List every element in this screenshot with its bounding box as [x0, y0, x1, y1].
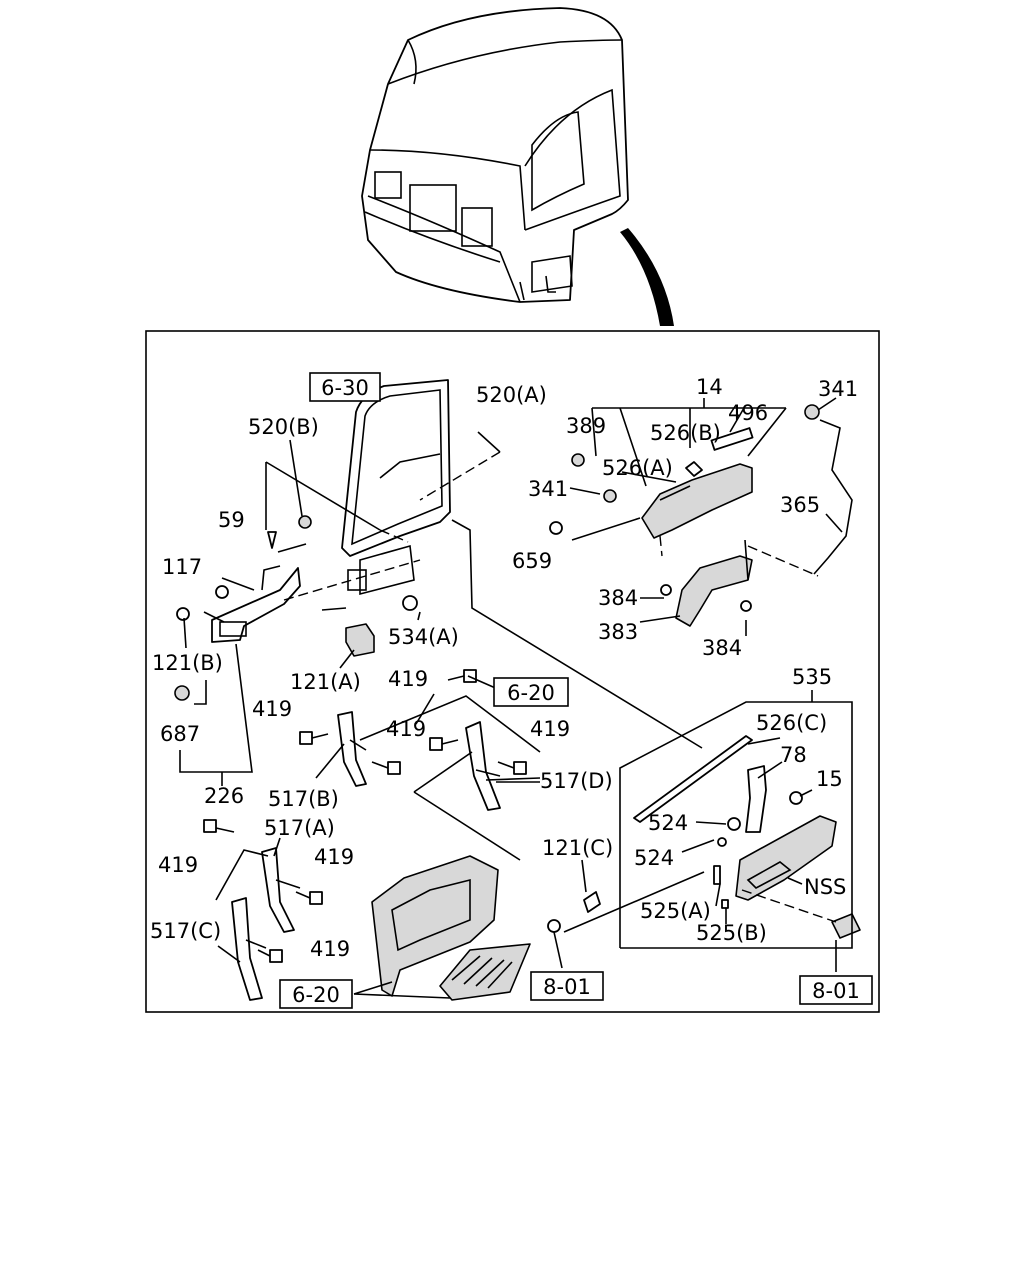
label-419-bottom: 419 — [310, 937, 350, 961]
label-226: 226 — [204, 784, 244, 808]
label-517c: 517(C) — [150, 919, 221, 943]
label-526c: 526(C) — [756, 711, 827, 735]
bracket-517a — [261, 847, 301, 933]
label-121b: 121(B) — [152, 651, 223, 675]
label-496: 496 — [728, 401, 768, 425]
label-341-mid: 341 — [528, 477, 568, 501]
leader-lines — [179, 397, 853, 999]
ref-box-6-20-lower[interactable]: 6-20 — [279, 979, 353, 1009]
truck-cab-illustration — [361, 7, 629, 303]
ref-box-6-30[interactable]: 6-30 — [309, 372, 381, 402]
ref-box-8-01-left[interactable]: 8-01 — [530, 971, 604, 1001]
label-517b: 517(B) — [268, 787, 339, 811]
label-389: 389 — [566, 414, 606, 438]
fender-extension-upper — [641, 427, 754, 539]
part-labels: 14 341 520(A) 389 526(B) 496 526(A) 520(… — [150, 375, 858, 961]
fender-extension-lower — [675, 539, 753, 627]
label-659: 659 — [512, 549, 552, 573]
label-383: 383 — [598, 620, 638, 644]
door-panel-illustration — [341, 379, 451, 596]
svg-text:6-30: 6-30 — [321, 376, 369, 400]
label-524-lower: 524 — [634, 846, 674, 870]
label-419-mid: 419 — [386, 717, 426, 741]
label-419-top: 419 — [388, 667, 428, 691]
svg-text:8-01: 8-01 — [812, 979, 860, 1003]
label-341-top: 341 — [818, 377, 858, 401]
label-365: 365 — [780, 493, 820, 517]
label-526b: 526(B) — [650, 421, 721, 445]
detail-frame — [145, 330, 880, 1013]
bracket-517c — [231, 897, 267, 1001]
stay-rod-365 — [549, 404, 853, 612]
label-525b: 525(B) — [696, 921, 767, 945]
label-535: 535 — [792, 665, 832, 689]
label-419-lower-right: 419 — [314, 845, 354, 869]
callout-arrow — [620, 228, 674, 326]
svg-text:8-01: 8-01 — [543, 975, 591, 999]
side-skirt-assembly — [547, 735, 861, 939]
bracket-517b — [337, 711, 367, 787]
label-121a: 121(A) — [290, 670, 361, 694]
svg-text:6-20: 6-20 — [507, 681, 555, 705]
bracket-517d — [465, 721, 501, 811]
label-nss: NSS — [804, 875, 846, 899]
label-517d: 517(D) — [540, 769, 613, 793]
label-59: 59 — [218, 508, 245, 532]
label-517a: 517(A) — [264, 816, 335, 840]
label-526a: 526(A) — [602, 456, 673, 480]
label-384-right: 384 — [702, 636, 742, 660]
label-15: 15 — [816, 767, 843, 791]
bolt-419-group — [203, 669, 527, 963]
ref-box-6-20-upper[interactable]: 6-20 — [493, 677, 569, 707]
label-121c: 121(C) — [542, 836, 613, 860]
label-520a: 520(A) — [476, 383, 547, 407]
step-well-illustration — [371, 855, 531, 1001]
label-419-left: 419 — [252, 697, 292, 721]
label-419-lower-left: 419 — [158, 853, 198, 877]
ref-box-8-01-right[interactable]: 8-01 — [799, 975, 873, 1005]
label-524-upper: 524 — [648, 811, 688, 835]
svg-text:6-20: 6-20 — [292, 983, 340, 1007]
label-78: 78 — [780, 743, 807, 767]
label-117: 117 — [162, 555, 202, 579]
label-14: 14 — [696, 375, 723, 399]
label-520b: 520(B) — [248, 415, 319, 439]
label-384-left: 384 — [598, 586, 638, 610]
step-bracket-assembly — [174, 515, 312, 701]
label-687: 687 — [160, 722, 200, 746]
label-525a: 525(A) — [640, 899, 711, 923]
label-534a: 534(A) — [388, 625, 459, 649]
rubber-mount-part — [345, 595, 418, 657]
label-419-right: 419 — [530, 717, 570, 741]
